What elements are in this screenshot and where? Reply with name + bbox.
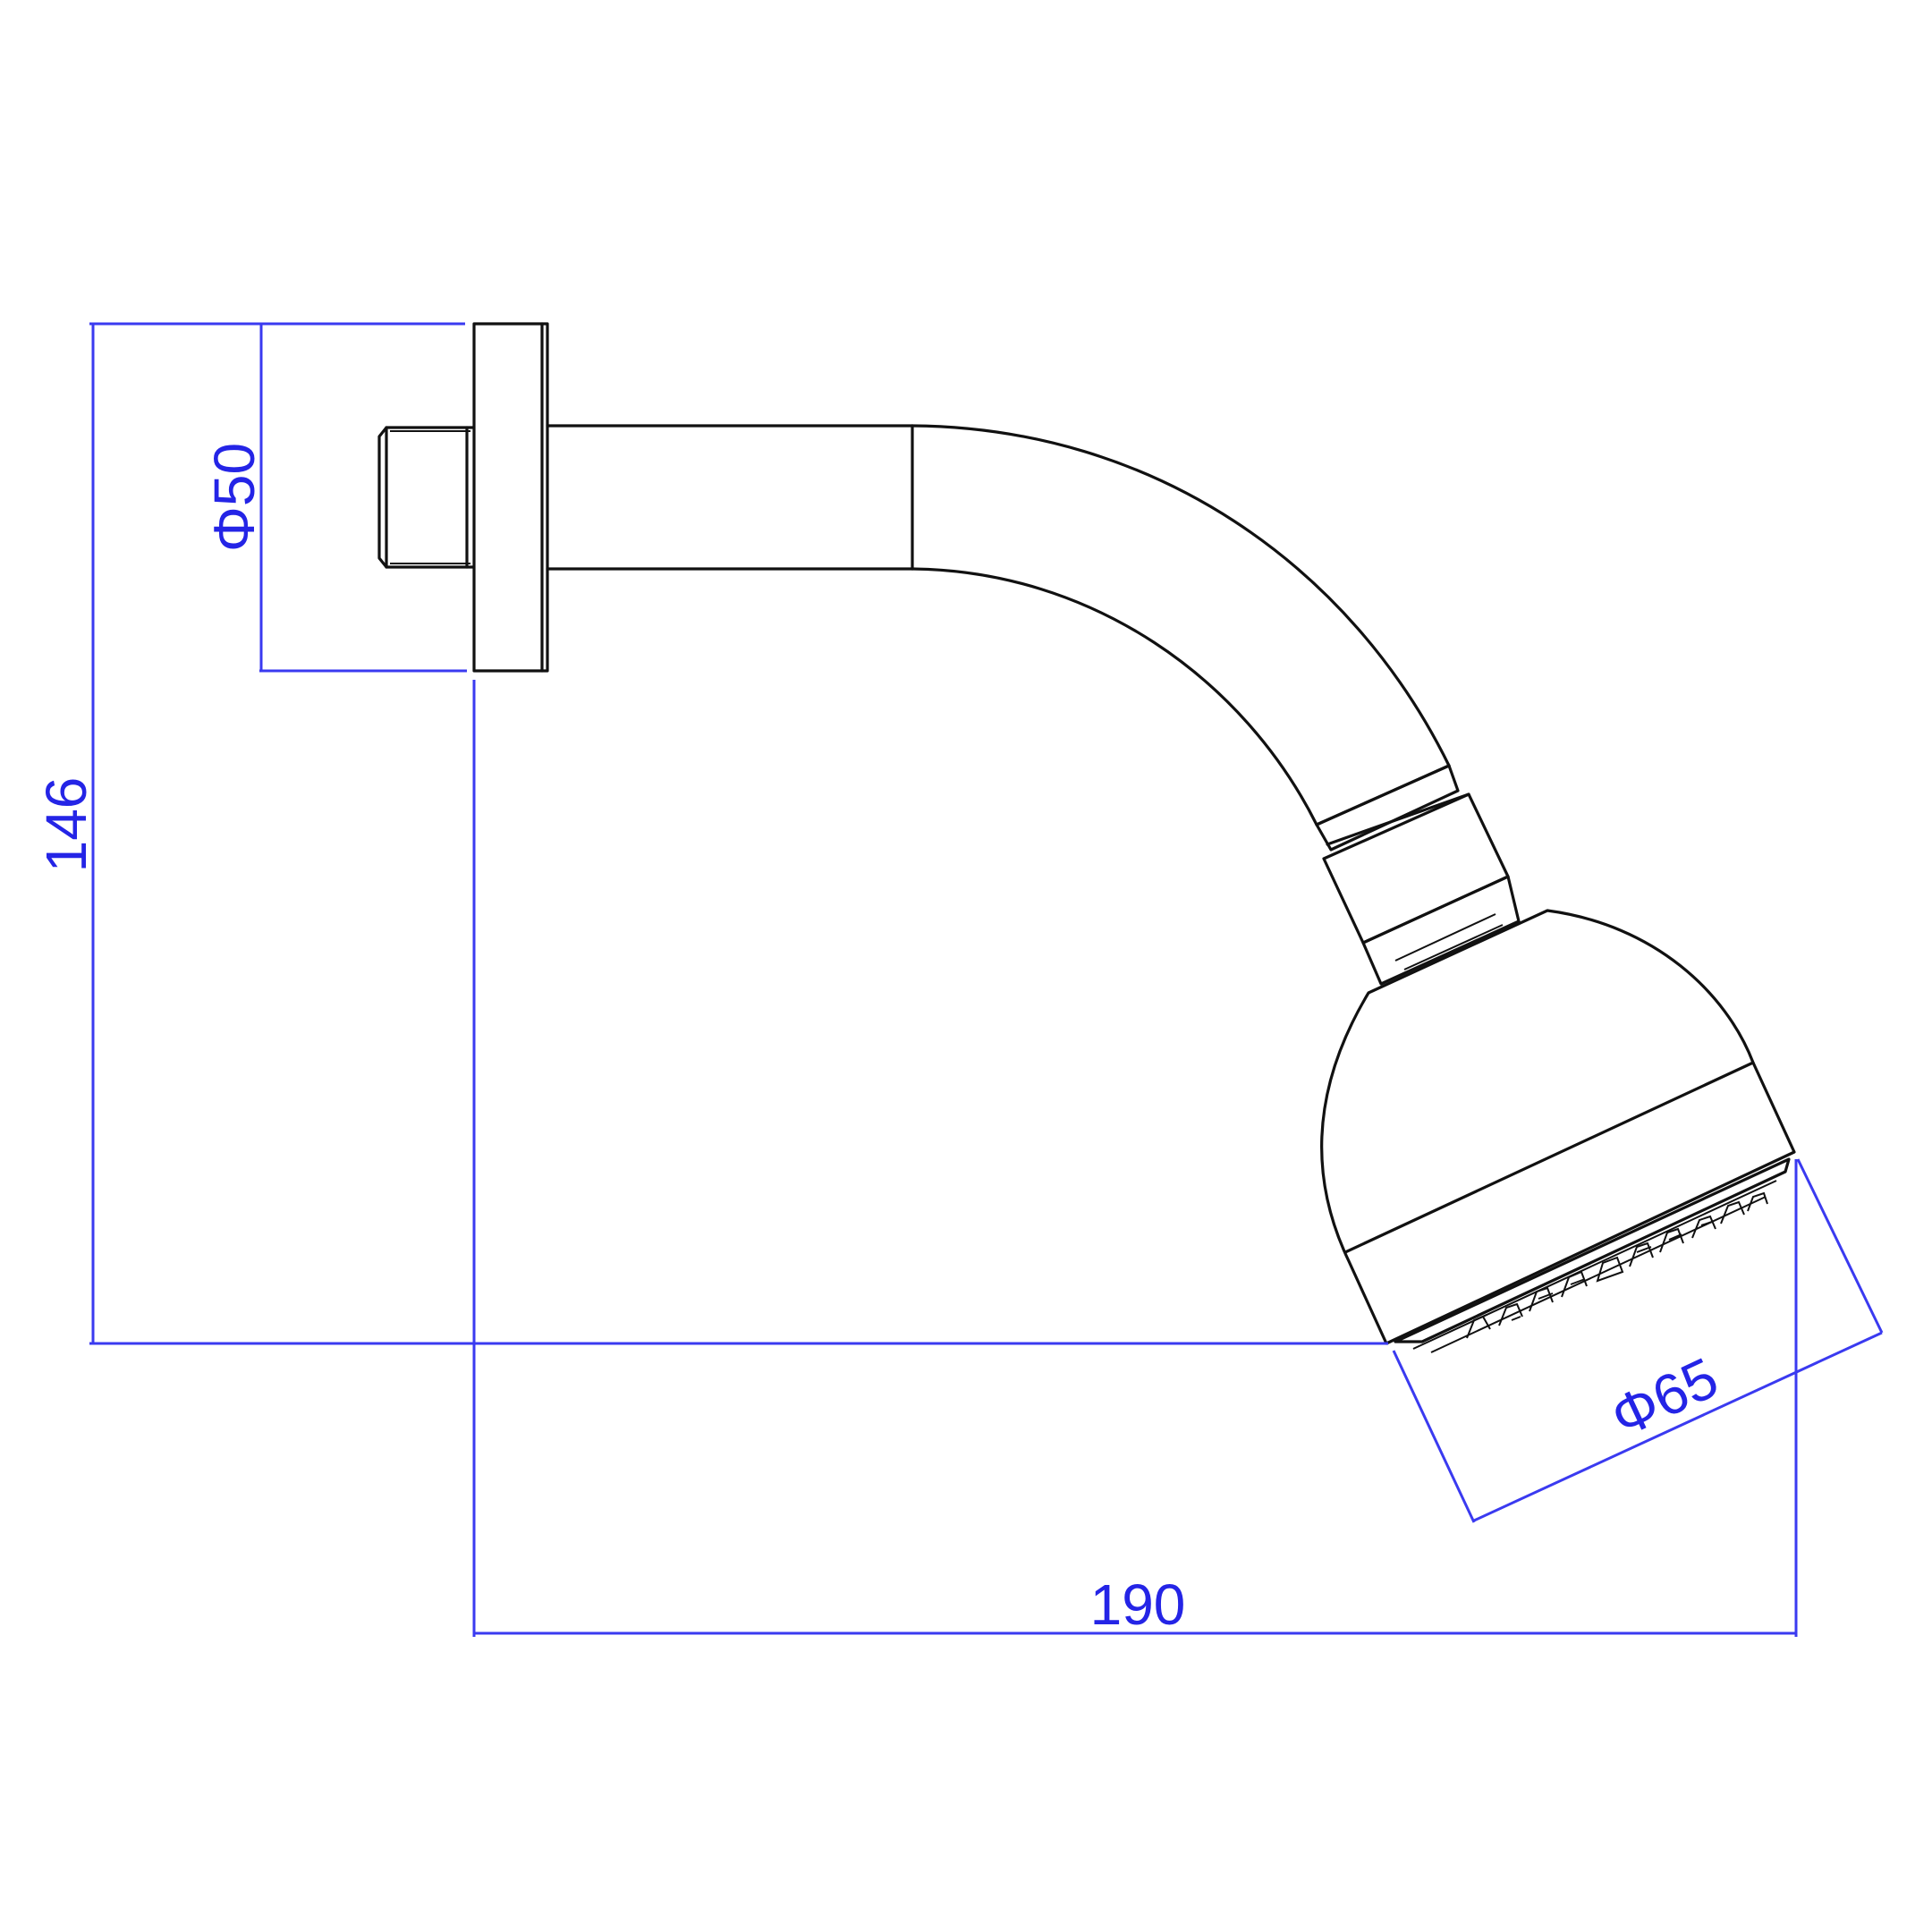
head-diameter-dimension bbox=[1392, 1158, 1884, 1523]
dimension-lines bbox=[89, 322, 1884, 1637]
wall-flange bbox=[472, 322, 549, 673]
width-label: 190 bbox=[1090, 1572, 1186, 1637]
dimension-labels: 146 Φ50 190 Φ65 bbox=[34, 443, 1727, 1637]
spray-nozzles bbox=[1466, 1191, 1768, 1339]
shower-head bbox=[1320, 909, 1796, 1353]
height-label: 146 bbox=[34, 777, 98, 873]
height-dimension bbox=[89, 322, 1388, 1345]
shower-arm-pipe bbox=[546, 424, 1451, 826]
flange-diameter-dimension bbox=[259, 324, 467, 673]
shower-arm-assembly bbox=[377, 322, 1796, 1353]
swivel-nut bbox=[1315, 764, 1521, 986]
flange-diameter-label: Φ50 bbox=[202, 443, 267, 552]
threaded-nipple bbox=[377, 426, 476, 569]
width-dimension bbox=[472, 680, 1798, 1637]
